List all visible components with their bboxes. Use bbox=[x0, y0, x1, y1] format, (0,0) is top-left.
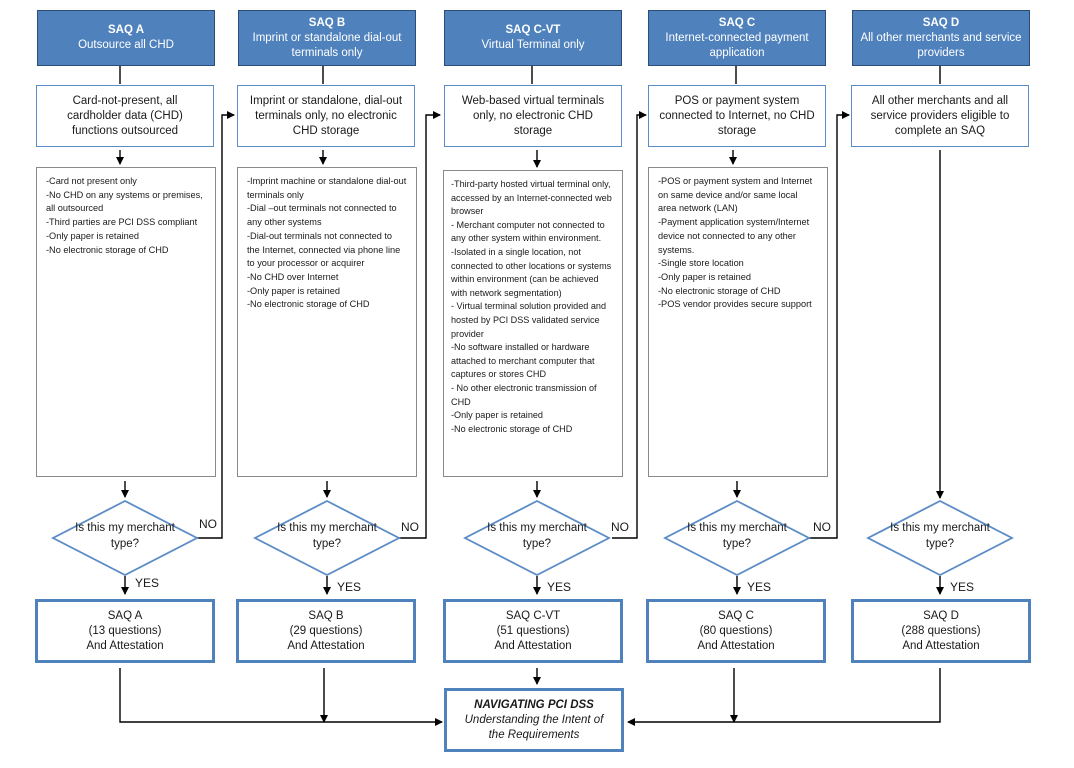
yes-label: YES bbox=[747, 580, 772, 594]
header-subtitle: Outsource all CHD bbox=[78, 39, 174, 51]
saq-c-vt-description: Web-based virtual terminals only, no ele… bbox=[444, 85, 622, 147]
criteria-text: -POS or payment system and Internet on s… bbox=[658, 176, 813, 310]
saq-d-header: SAQ D All other merchants and service pr… bbox=[852, 10, 1030, 66]
saq-c-result: SAQ C (80 questions) And Attestation bbox=[646, 599, 826, 663]
result-attestation: And Attestation bbox=[902, 639, 980, 652]
header-title: SAQ C bbox=[718, 16, 756, 29]
yes-label: YES bbox=[950, 580, 975, 594]
result-count: (80 questions) bbox=[699, 624, 773, 637]
yes-label: YES bbox=[337, 580, 362, 594]
decision-diamond bbox=[463, 499, 611, 577]
saq-b-description: Imprint or standalone, dial-out terminal… bbox=[237, 85, 415, 147]
header-subtitle: Imprint or standalone dial-out terminals… bbox=[252, 31, 402, 59]
decision-diamond bbox=[663, 499, 811, 577]
header-title: SAQ B bbox=[308, 16, 346, 29]
result-name: SAQ A bbox=[107, 609, 143, 622]
saq-b-result: SAQ B (29 questions) And Attestation bbox=[236, 599, 416, 663]
saq-a-criteria: -Card not present only -No CHD on any sy… bbox=[36, 167, 216, 477]
no-label: NO bbox=[401, 520, 419, 534]
yes-label: YES bbox=[547, 580, 572, 594]
saq-c-header: SAQ C Internet-connected payment applica… bbox=[648, 10, 826, 66]
saq-d-description: All other merchants and all service prov… bbox=[851, 85, 1029, 147]
header-title: SAQ D bbox=[922, 16, 960, 29]
header-title: SAQ A bbox=[108, 24, 144, 36]
saq-b-criteria: -Imprint machine or standalone dial-out … bbox=[237, 167, 417, 477]
no-label: NO bbox=[199, 517, 217, 531]
navigating-pci-dss-box: NAVIGATING PCI DSS Understanding the Int… bbox=[444, 688, 624, 752]
result-attestation: And Attestation bbox=[494, 639, 572, 652]
result-attestation: And Attestation bbox=[287, 639, 365, 652]
decision-question: Is this my merchant type? bbox=[487, 522, 587, 550]
saq-a-header: SAQ A Outsource all CHD bbox=[37, 10, 215, 66]
saq-b-header: SAQ B Imprint or standalone dial-out ter… bbox=[238, 10, 416, 66]
result-count: (51 questions) bbox=[496, 624, 570, 637]
result-name: SAQ C bbox=[718, 609, 754, 622]
yes-label: YES bbox=[135, 576, 160, 590]
result-name: SAQ B bbox=[308, 609, 344, 622]
saq-c-vt-header: SAQ C-VT Virtual Terminal only bbox=[444, 10, 622, 66]
result-count: (29 questions) bbox=[289, 624, 363, 637]
saq-c-vt-result: SAQ C-VT (51 questions) And Attestation bbox=[443, 599, 623, 663]
saq-c-criteria: -POS or payment system and Internet on s… bbox=[648, 167, 828, 477]
decision-question: Is this my merchant type? bbox=[890, 522, 990, 550]
saq-d-result: SAQ D (288 questions) And Attestation bbox=[851, 599, 1031, 663]
criteria-text: -Imprint machine or standalone dial-out … bbox=[247, 176, 407, 310]
header-subtitle: Virtual Terminal only bbox=[481, 39, 585, 51]
result-count: (13 questions) bbox=[88, 624, 162, 637]
header-subtitle: All other merchants and service provider… bbox=[860, 31, 1022, 59]
criteria-text: -Card not present only -No CHD on any sy… bbox=[46, 176, 203, 255]
decision-diamond bbox=[866, 499, 1014, 577]
header-title: SAQ C-VT bbox=[505, 24, 561, 36]
saq-a-result: SAQ A (13 questions) And Attestation bbox=[35, 599, 215, 663]
final-subtitle: Understanding the Intent of the Requirem… bbox=[464, 713, 604, 741]
saq-a-description: Card-not-present, all cardholder data (C… bbox=[36, 85, 214, 147]
no-label: NO bbox=[611, 520, 629, 534]
decision-diamond bbox=[51, 499, 199, 577]
decision-question: Is this my merchant type? bbox=[687, 522, 787, 550]
no-label: NO bbox=[813, 520, 831, 534]
decision-question: Is this my merchant type? bbox=[277, 522, 377, 550]
result-name: SAQ C-VT bbox=[505, 609, 561, 622]
result-attestation: And Attestation bbox=[86, 639, 164, 652]
result-count: (288 questions) bbox=[901, 624, 981, 637]
result-attestation: And Attestation bbox=[697, 639, 775, 652]
saq-c-description: POS or payment system connected to Inter… bbox=[648, 85, 826, 147]
decision-diamond bbox=[253, 499, 401, 577]
final-title: NAVIGATING PCI DSS bbox=[474, 698, 594, 711]
header-subtitle: Internet-connected payment application bbox=[665, 31, 809, 59]
decision-question: Is this my merchant type? bbox=[75, 522, 175, 550]
saq-c-vt-criteria: -Third-party hosted virtual terminal onl… bbox=[443, 170, 623, 477]
criteria-text: -Third-party hosted virtual terminal onl… bbox=[451, 179, 612, 434]
result-name: SAQ D bbox=[923, 609, 959, 622]
